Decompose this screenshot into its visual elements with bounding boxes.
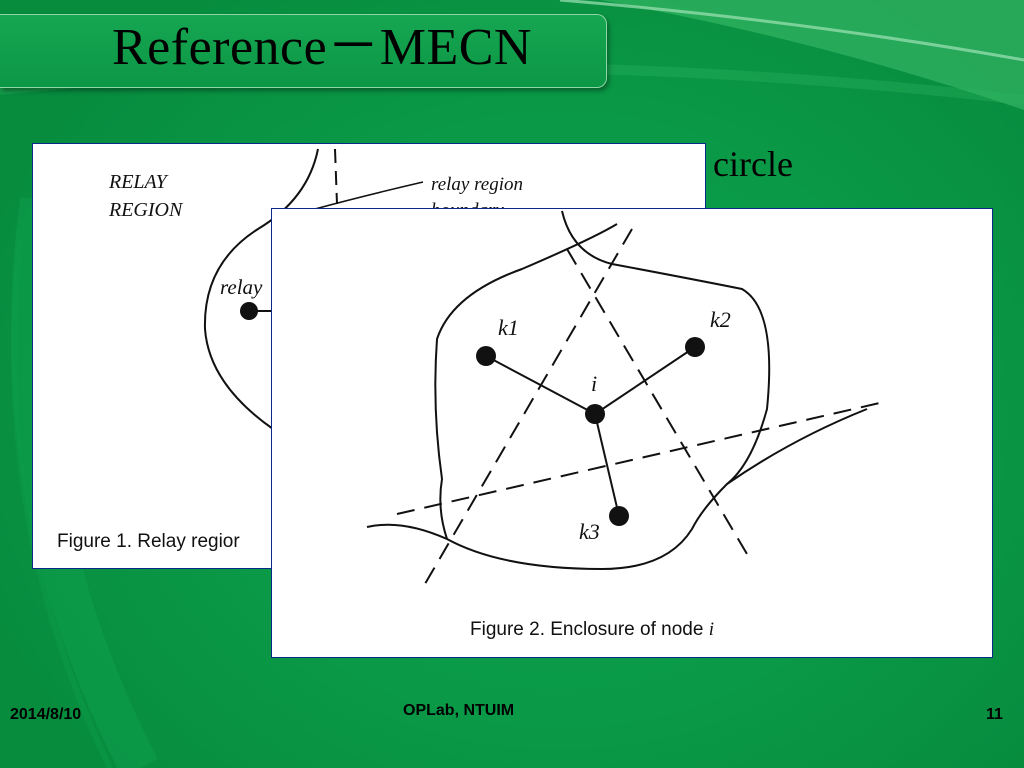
- edge-i-k2: [594, 346, 696, 415]
- relay-node-label: relay: [220, 275, 263, 299]
- enclosure-curve: [434, 210, 771, 571]
- figure-1-caption: Figure 1. Relay regior: [57, 531, 240, 552]
- footer-date: 2014/8/10: [10, 706, 82, 723]
- figure-2-caption-node: i: [708, 619, 714, 640]
- boundary-leader-line: [314, 181, 424, 210]
- title-bar: [0, 14, 607, 88]
- dashed-line-2: [566, 248, 748, 555]
- enclosure-curve-tail: [726, 408, 868, 485]
- enclosure-curve-left-tail: [366, 523, 448, 540]
- slide-number: 11: [986, 706, 1003, 723]
- relay-region-boundary-curve: [203, 148, 319, 430]
- relay-region-label-line2: REGION: [108, 199, 184, 221]
- node-k2-label: k2: [710, 307, 731, 332]
- figure-2-caption: Figure 2. Enclosure of node i: [470, 619, 714, 641]
- footer-organization: OPLab, NTUIM: [403, 702, 515, 719]
- node-k1-label: k1: [498, 315, 519, 340]
- node-k3-label: k3: [579, 519, 600, 544]
- edge-i-k1: [485, 355, 596, 415]
- bullet-text: s circle: [690, 144, 793, 184]
- node-i: [585, 404, 605, 424]
- relay-region-label-line1: RELAY: [108, 171, 169, 193]
- dashed-line: [334, 148, 338, 205]
- dashed-line-3: [396, 401, 885, 515]
- figure-2-drawing: k1 k2 k3 i: [366, 210, 885, 590]
- figure-2-enclosure: k1 k2 k3 i Figure 2. Enclosure of node i: [271, 208, 993, 658]
- boundary-label-line1: relay region: [431, 174, 523, 195]
- page-title: Reference－MECN: [112, 19, 532, 76]
- node-k1: [476, 346, 496, 366]
- node-i-label: i: [591, 371, 597, 396]
- dashed-line-1: [421, 228, 633, 590]
- node-k3: [609, 506, 629, 526]
- figure-2-caption-text: Figure 2. Enclosure of node: [470, 619, 709, 640]
- figure-1-drawing: RELAY REGION relay region boundary relay: [108, 148, 523, 430]
- edge-i-k3: [594, 413, 620, 517]
- node-k2: [685, 337, 705, 357]
